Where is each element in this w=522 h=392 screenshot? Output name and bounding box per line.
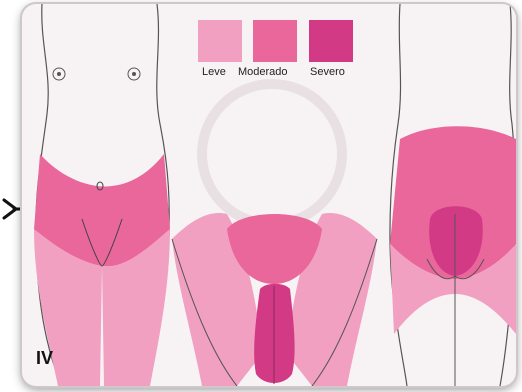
back-view: [390, 4, 516, 386]
front-view: [34, 4, 170, 386]
watermark-shape: [202, 84, 342, 224]
perineal-view: [172, 213, 377, 386]
legend-swatch-moderado: [253, 20, 297, 62]
legend-label-leve: Leve: [202, 66, 226, 78]
severity-legend: Leve Moderado Severo: [196, 18, 376, 80]
stage-label: IV: [36, 348, 53, 369]
legend-swatch-severo: [309, 20, 353, 62]
legend-label-moderado: Moderado: [238, 66, 288, 78]
legend-label-severo: Severo: [310, 66, 345, 78]
figure-frame: Leve Moderado Severo IV: [22, 4, 516, 386]
legend-swatch-leve: [198, 20, 242, 62]
